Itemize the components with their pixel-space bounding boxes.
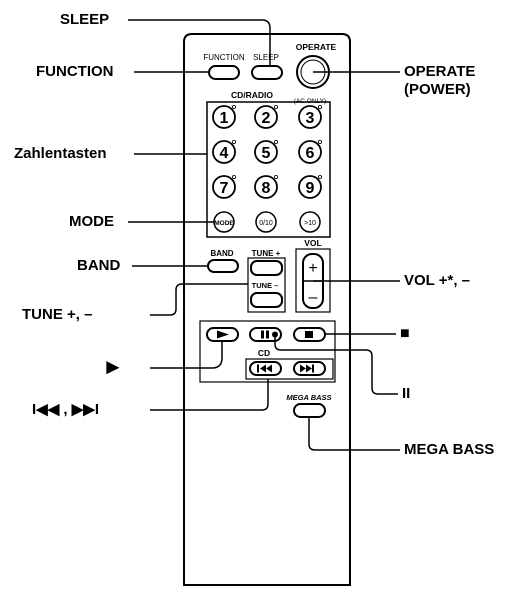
number-key-9-label: 9 xyxy=(306,180,315,197)
callout-operate-line2: (POWER) xyxy=(404,81,471,98)
callout-operate-line1: OPERATE xyxy=(404,63,476,80)
vol-plus-button[interactable]: + xyxy=(308,260,317,277)
play-icon xyxy=(217,330,229,339)
callout-mode: MODE xyxy=(69,213,114,230)
mega-bass-key-label: MEGA BASS xyxy=(286,393,331,402)
number-key-4-label: 4 xyxy=(220,145,229,162)
sleep-key-label: SLEEP xyxy=(253,53,279,62)
number-key-3-label: 3 xyxy=(306,110,315,127)
number-key-4-dot xyxy=(231,139,236,144)
callout-pause: II xyxy=(402,385,411,402)
band-key-label: BAND xyxy=(210,249,233,258)
callout-vol: VOL +*, – xyxy=(404,272,471,289)
function-key-label: FUNCTION xyxy=(203,53,245,62)
callout-prev-next: I◀◀ , ▶▶I xyxy=(32,401,99,418)
cd-label: CD xyxy=(258,348,270,358)
number-key-2[interactable] xyxy=(254,105,278,129)
vol-label: VOL xyxy=(304,238,321,248)
number-key-2-label: 2 xyxy=(262,110,271,127)
callout-tune: TUNE +, – xyxy=(22,306,93,323)
number-key-8[interactable] xyxy=(254,175,278,199)
number-key-6[interactable] xyxy=(298,140,322,164)
vol-minus-button[interactable]: – xyxy=(309,289,318,306)
callout-zahlentasten: Zahlentasten xyxy=(14,145,107,162)
tune-minus-button[interactable] xyxy=(250,292,283,308)
number-key-4[interactable] xyxy=(212,140,236,164)
remote-body xyxy=(183,33,351,586)
number-key-1-label: 1 xyxy=(220,110,229,127)
mega-bass-button[interactable] xyxy=(293,403,326,418)
number-keypad-frame xyxy=(206,101,331,238)
pause-icon-bar2 xyxy=(266,330,269,339)
key-0-10[interactable] xyxy=(255,211,277,233)
operate-key-label: OPERATE xyxy=(296,42,337,52)
number-key-7[interactable] xyxy=(212,175,236,199)
number-key-6-dot xyxy=(317,139,322,144)
number-key-9[interactable] xyxy=(298,175,322,199)
pause-button[interactable] xyxy=(249,327,282,342)
tune-minus-label: TUNE – xyxy=(252,281,279,290)
key-0-10-label: 0/10 xyxy=(259,220,273,227)
pause-icon-bar1 xyxy=(261,330,264,339)
stop-icon xyxy=(305,331,313,338)
pause-indicator-dot xyxy=(272,331,278,338)
number-key-7-label: 7 xyxy=(220,180,229,197)
function-button[interactable] xyxy=(208,65,240,80)
tune-plus-button[interactable] xyxy=(250,260,283,276)
key-greater-10[interactable] xyxy=(299,211,321,233)
callout-mega-bass: MEGA BASS xyxy=(404,441,495,458)
sleep-button[interactable] xyxy=(251,65,283,80)
key-greater-10-label: >10 xyxy=(304,220,316,227)
number-key-1[interactable] xyxy=(212,105,236,129)
number-key-8-dot xyxy=(273,174,278,179)
number-key-3-dot xyxy=(317,105,322,110)
callout-band: BAND xyxy=(77,257,121,274)
callout-operate: OPERATE (POWER) xyxy=(404,63,475,99)
tune-frame xyxy=(247,257,286,313)
callout-sleep: SLEEP xyxy=(60,11,110,28)
leader-lines xyxy=(128,19,400,451)
number-key-5-dot xyxy=(273,139,278,144)
number-key-2-dot xyxy=(273,105,278,110)
number-key-3[interactable] xyxy=(298,105,322,129)
number-key-9-dot xyxy=(317,174,322,179)
callout-stop: ■ xyxy=(400,325,410,342)
number-key-7-dot xyxy=(231,174,236,179)
number-key-8-label: 8 xyxy=(262,180,271,197)
number-key-5[interactable] xyxy=(254,140,278,164)
cd-radio-label: CD/RADIO xyxy=(231,90,273,100)
number-key-1-dot xyxy=(231,105,236,110)
number-keys: 1 2 3 4 5 6 7 8 9 xyxy=(212,105,322,199)
number-key-6-label: 6 xyxy=(306,145,315,162)
callout-play: ► xyxy=(102,354,124,379)
band-button[interactable] xyxy=(207,259,239,273)
skip-frame xyxy=(245,358,334,380)
callout-function: FUNCTION xyxy=(36,63,114,80)
number-key-5-label: 5 xyxy=(262,145,271,162)
tune-plus-label: TUNE + xyxy=(252,249,281,258)
mode-button-label: MODE xyxy=(214,220,234,227)
next-track-icon xyxy=(300,364,314,373)
previous-track-icon xyxy=(257,364,272,373)
